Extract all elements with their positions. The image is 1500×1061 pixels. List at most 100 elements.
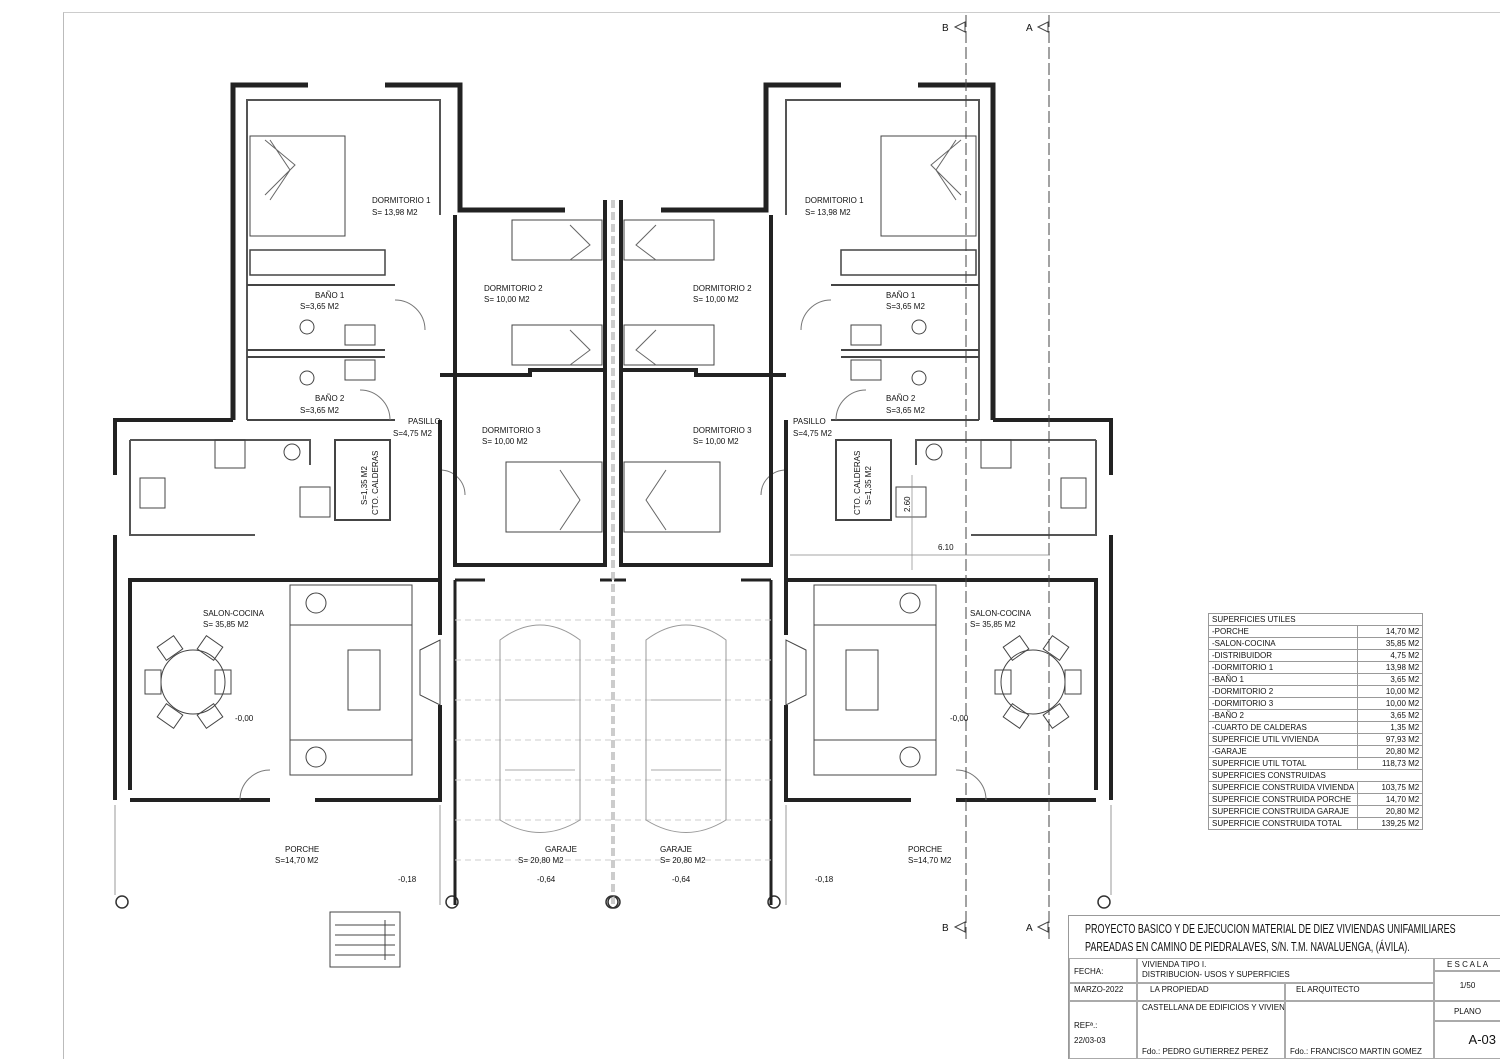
surface-name: -DORMITORIO 3 — [1207, 697, 1359, 710]
room-area: S=3,65 M2 — [300, 406, 339, 415]
arquitecto-signature: Fdo.: FRANCISCO MARTIN GOMEZ — [1290, 1047, 1422, 1056]
surface-value: 4,75 M2 — [1357, 649, 1424, 662]
arquitecto-label: EL ARQUITECTO — [1285, 983, 1434, 1001]
surface-value: 139,25 M2 — [1357, 817, 1424, 830]
section-a-bottom: A — [1026, 923, 1033, 934]
room-area: S= 10,00 M2 — [482, 437, 528, 446]
project-title-line1: PROYECTO BASICO Y DE EJECUCION MATERIAL … — [1085, 922, 1456, 936]
description-line1: VIVIENDA TIPO I. — [1142, 960, 1207, 969]
escala-label: E S C A L A — [1434, 958, 1500, 971]
surface-name: -DORMITORIO 2 — [1207, 685, 1359, 698]
surface-value: 103,75 M2 — [1357, 781, 1424, 794]
propiedad-name: CASTELLANA DE EDIFICIOS Y VIVIENDAS, S.L… — [1142, 1003, 1285, 1012]
fecha-value: MARZO-2022 — [1069, 983, 1137, 1001]
plano-label: PLANO — [1434, 1001, 1500, 1021]
surface-name: SUPERFICIE CONSTRUIDA TOTAL — [1207, 817, 1359, 830]
room-area: S=3,65 M2 — [886, 302, 925, 311]
room-area: S= 13,98 M2 — [372, 208, 418, 217]
surface-name: SUPERFICIE CONSTRUIDA GARAJE — [1207, 805, 1359, 818]
level-mark: -0,64 — [537, 875, 556, 884]
room-area: S= 10,00 M2 — [693, 437, 739, 446]
room-area: S= 35,85 M2 — [203, 620, 249, 629]
fecha-label: FECHA: — [1069, 958, 1137, 983]
room-name: DORMITORIO 3 — [482, 426, 541, 435]
room-area: S= 20,80 M2 — [660, 856, 706, 865]
room-name: BAÑO 1 — [886, 291, 916, 300]
plan-description: VIVIENDA TIPO I. DISTRIBUCION- USOS Y SU… — [1137, 958, 1434, 983]
surface-value: 20,80 M2 — [1357, 745, 1424, 758]
level-mark: -0,00 — [950, 714, 969, 723]
section-title: SUPERFICIES UTILES — [1207, 613, 1424, 626]
room-area: S= 10,00 M2 — [693, 295, 739, 304]
ref-value: 22/03-03 — [1074, 1036, 1106, 1045]
surface-value: 10,00 M2 — [1357, 697, 1424, 710]
surface-value: 1,35 M2 — [1357, 721, 1424, 734]
section-b-bottom: B — [942, 923, 949, 934]
section-title: SUPERFICIES CONSTRUIDAS — [1207, 769, 1424, 782]
level-mark: -0,00 — [235, 714, 254, 723]
room-name: BAÑO 2 — [886, 394, 916, 403]
room-name: DORMITORIO 2 — [693, 284, 752, 293]
room-name: GARAJE — [660, 845, 692, 854]
surface-value: 14,70 M2 — [1357, 793, 1424, 806]
table-section-title: SUPERFICIES UTILES — [1207, 613, 1424, 626]
room-area: S= 35,85 M2 — [970, 620, 1016, 629]
dimension-6-10: 6.10 — [938, 543, 954, 552]
surface-value: 97,93 M2 — [1357, 733, 1424, 746]
room-area: S= 10,00 M2 — [484, 295, 530, 304]
left-room-labels: DORMITORIO 1 S= 13,98 M2 BAÑO 1 S=3,65 M… — [203, 196, 577, 884]
surface-value: 35,85 M2 — [1357, 637, 1424, 650]
room-area: S= 20,80 M2 — [518, 856, 564, 865]
room-area: S=1,35 M2 — [864, 466, 873, 505]
room-name: PORCHE — [285, 845, 319, 854]
surface-name: SUPERFICIE UTIL TOTAL — [1207, 757, 1359, 770]
dimensions: 2.60 6.10 — [790, 475, 1050, 570]
room-name: PASILLO — [408, 417, 441, 426]
room-name: GARAJE — [545, 845, 577, 854]
level-mark: -0,64 — [672, 875, 691, 884]
room-area: S=4,75 M2 — [393, 429, 432, 438]
section-b-top: B — [942, 23, 949, 34]
surface-value: 14,70 M2 — [1357, 625, 1424, 638]
surface-name: SUPERFICIE CONSTRUIDA PORCHE — [1207, 793, 1359, 806]
ref-label: REFª.: — [1074, 1021, 1098, 1030]
drawing-frame — [63, 12, 1500, 1059]
project-title-line2: PAREADAS EN CAMINO DE PIEDRALAVES, S/N. … — [1085, 940, 1410, 954]
propiedad-signature: Fdo.: PEDRO GUTIERREZ PEREZ — [1142, 1047, 1269, 1056]
surface-name: -DISTRIBUIDOR — [1207, 649, 1359, 662]
surface-value: 3,65 M2 — [1357, 673, 1424, 686]
room-area: S=3,65 M2 — [300, 302, 339, 311]
surface-value: 20,80 M2 — [1357, 805, 1424, 818]
description-line2: DISTRIBUCION- USOS Y SUPERFICIES — [1142, 970, 1290, 979]
title-block: PROYECTO BASICO Y DE EJECUCION MATERIAL … — [1068, 915, 1500, 1059]
project-title: PROYECTO BASICO Y DE EJECUCION MATERIAL … — [1085, 920, 1488, 956]
dimension-2-60: 2.60 — [903, 496, 912, 512]
room-area: S=1,35 M2 — [360, 466, 369, 505]
room-name: CTO. CALDERAS — [853, 451, 862, 515]
plano-value: A-03 — [1434, 1021, 1500, 1059]
room-area: S=4,75 M2 — [793, 429, 832, 438]
surface-value: 10,00 M2 — [1357, 685, 1424, 698]
room-area: S=14,70 M2 — [908, 856, 952, 865]
room-name: DORMITORIO 3 — [693, 426, 752, 435]
ref-cell: REFª.: 22/03-03 — [1069, 1001, 1137, 1059]
room-name: PASILLO — [793, 417, 826, 426]
surface-name: -BAÑO 1 — [1207, 673, 1359, 686]
room-name: DORMITORIO 1 — [805, 196, 864, 205]
surface-name: -GARAJE — [1207, 745, 1359, 758]
propiedad-label: LA PROPIEDAD — [1137, 983, 1285, 1001]
